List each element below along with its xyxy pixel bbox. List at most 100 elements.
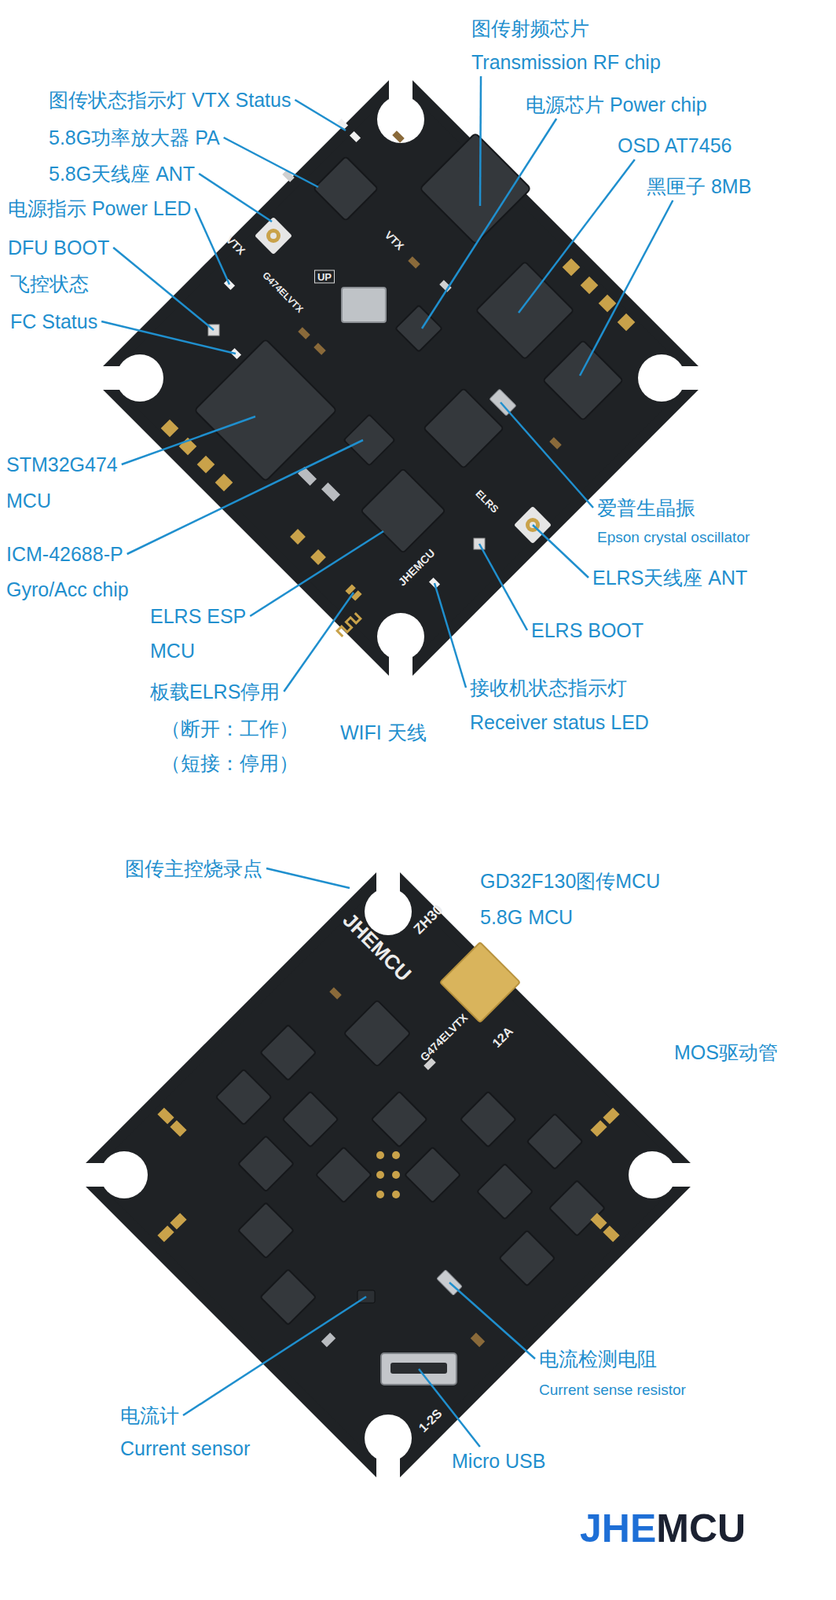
callout-label: 飞控状态 [10, 271, 89, 296]
leader-line [479, 543, 528, 631]
capacitor [321, 1332, 336, 1347]
callout-label: MCU [6, 488, 52, 513]
solder-pad [310, 549, 327, 565]
leader-line [579, 200, 673, 376]
leader-line [127, 440, 363, 554]
leader-line [223, 137, 319, 187]
ufl-pin [266, 228, 281, 243]
capacitor [470, 1332, 485, 1347]
motor-pad [590, 1212, 607, 1229]
callout-label: GD32F130图传MCU [480, 869, 660, 893]
via [376, 1170, 385, 1179]
via [392, 1151, 400, 1159]
solder-pad [197, 455, 216, 474]
silkscreen-text: UP [314, 270, 335, 284]
solder-pad [580, 276, 599, 295]
callout-label: 5.8G功率放大器 PA [48, 125, 220, 150]
callout-label: 电源芯片 Power chip [525, 92, 708, 117]
callout-label: 5.8G天线座 ANT [48, 161, 195, 186]
vtx-mcu-chip [344, 1000, 411, 1067]
callout-label: MOS驱动管 [674, 1040, 778, 1064]
callout-label: Current sensor [120, 1436, 250, 1460]
callout-label: 电流计 [120, 1403, 180, 1427]
usb-port [390, 1362, 448, 1374]
mosfet [404, 1147, 461, 1203]
callout-label: STM32G474 [6, 452, 118, 477]
leader-line [194, 208, 230, 285]
leader-line [198, 173, 272, 222]
solder-pad [215, 473, 234, 492]
esp-chip [360, 468, 445, 553]
via [392, 1170, 400, 1179]
callout-label: Micro USB [451, 1448, 546, 1473]
capacitor [407, 256, 421, 269]
mount-slot [661, 366, 719, 390]
mosfet [371, 1091, 428, 1148]
mosfet [527, 1113, 583, 1170]
solder-pad [289, 528, 306, 545]
leader-line [183, 1296, 367, 1416]
callout-label: Receiver status LED [469, 710, 649, 734]
leader-line [434, 583, 466, 688]
mount-slot [376, 854, 400, 912]
mcu-chip [194, 338, 337, 481]
callout-label: （断开：工作） [161, 716, 299, 741]
mosfet [549, 1180, 605, 1236]
leader-line [418, 1368, 481, 1447]
pa-chip [313, 156, 378, 221]
callout-label: Current sense resistor [539, 1381, 686, 1400]
callout-label: 接收机状态指示灯 [469, 675, 627, 700]
mosfet [460, 1091, 517, 1148]
motor-pad [169, 1212, 187, 1229]
mount-slot [388, 636, 413, 693]
mosfet [498, 1230, 555, 1287]
via [376, 1190, 385, 1199]
leader-line [266, 868, 350, 888]
leader-line [480, 76, 481, 206]
mosfet [476, 1163, 533, 1220]
capacitor [549, 436, 562, 450]
callout-label: 黑匣子 8MB [646, 174, 752, 198]
leader-line [500, 402, 594, 508]
wifi-antenna [337, 612, 361, 637]
motor-pad [169, 1119, 187, 1137]
callout-label: Epson crystal oscillator [597, 528, 750, 547]
crystal [489, 388, 517, 416]
rf-chip [419, 132, 531, 244]
leader-line [101, 321, 236, 354]
led [349, 131, 361, 143]
callout-label: 板载ELRS停用 [150, 679, 280, 704]
mosfet [238, 1136, 294, 1192]
callout-label: ELRS天线座 ANT [592, 565, 748, 590]
solder-pad [617, 313, 636, 332]
pcb-board [81, 868, 695, 1482]
callout-label: 爱普生晶振 [597, 495, 696, 520]
mosfet [216, 1069, 272, 1126]
motor-pad [157, 1107, 174, 1124]
callout-label: 5.8G MCU [480, 905, 573, 929]
leader-line [249, 531, 384, 616]
leader-line [518, 159, 635, 313]
callout-label: 图传主控烧录点 [124, 856, 263, 880]
callout-label: MCU [150, 638, 195, 663]
ufl-connector [254, 216, 293, 255]
mount-slot [376, 1437, 400, 1495]
mosfet [238, 1202, 294, 1258]
capacitor [321, 482, 341, 502]
inductor [341, 287, 386, 323]
callout-label: FC Status [10, 309, 98, 334]
solder-pad [562, 258, 581, 277]
callout-label: ELRS ESP [150, 604, 246, 628]
gyro-chip [343, 414, 395, 466]
mosfet [260, 1024, 316, 1081]
leader-line [532, 524, 589, 578]
mosfet [315, 1147, 372, 1203]
capacitor [297, 326, 311, 340]
callout-label: OSD AT7456 [617, 133, 732, 158]
leader-line [449, 1282, 536, 1359]
jumper-pad [351, 590, 362, 601]
callout-label: ELRS BOOT [531, 618, 644, 642]
